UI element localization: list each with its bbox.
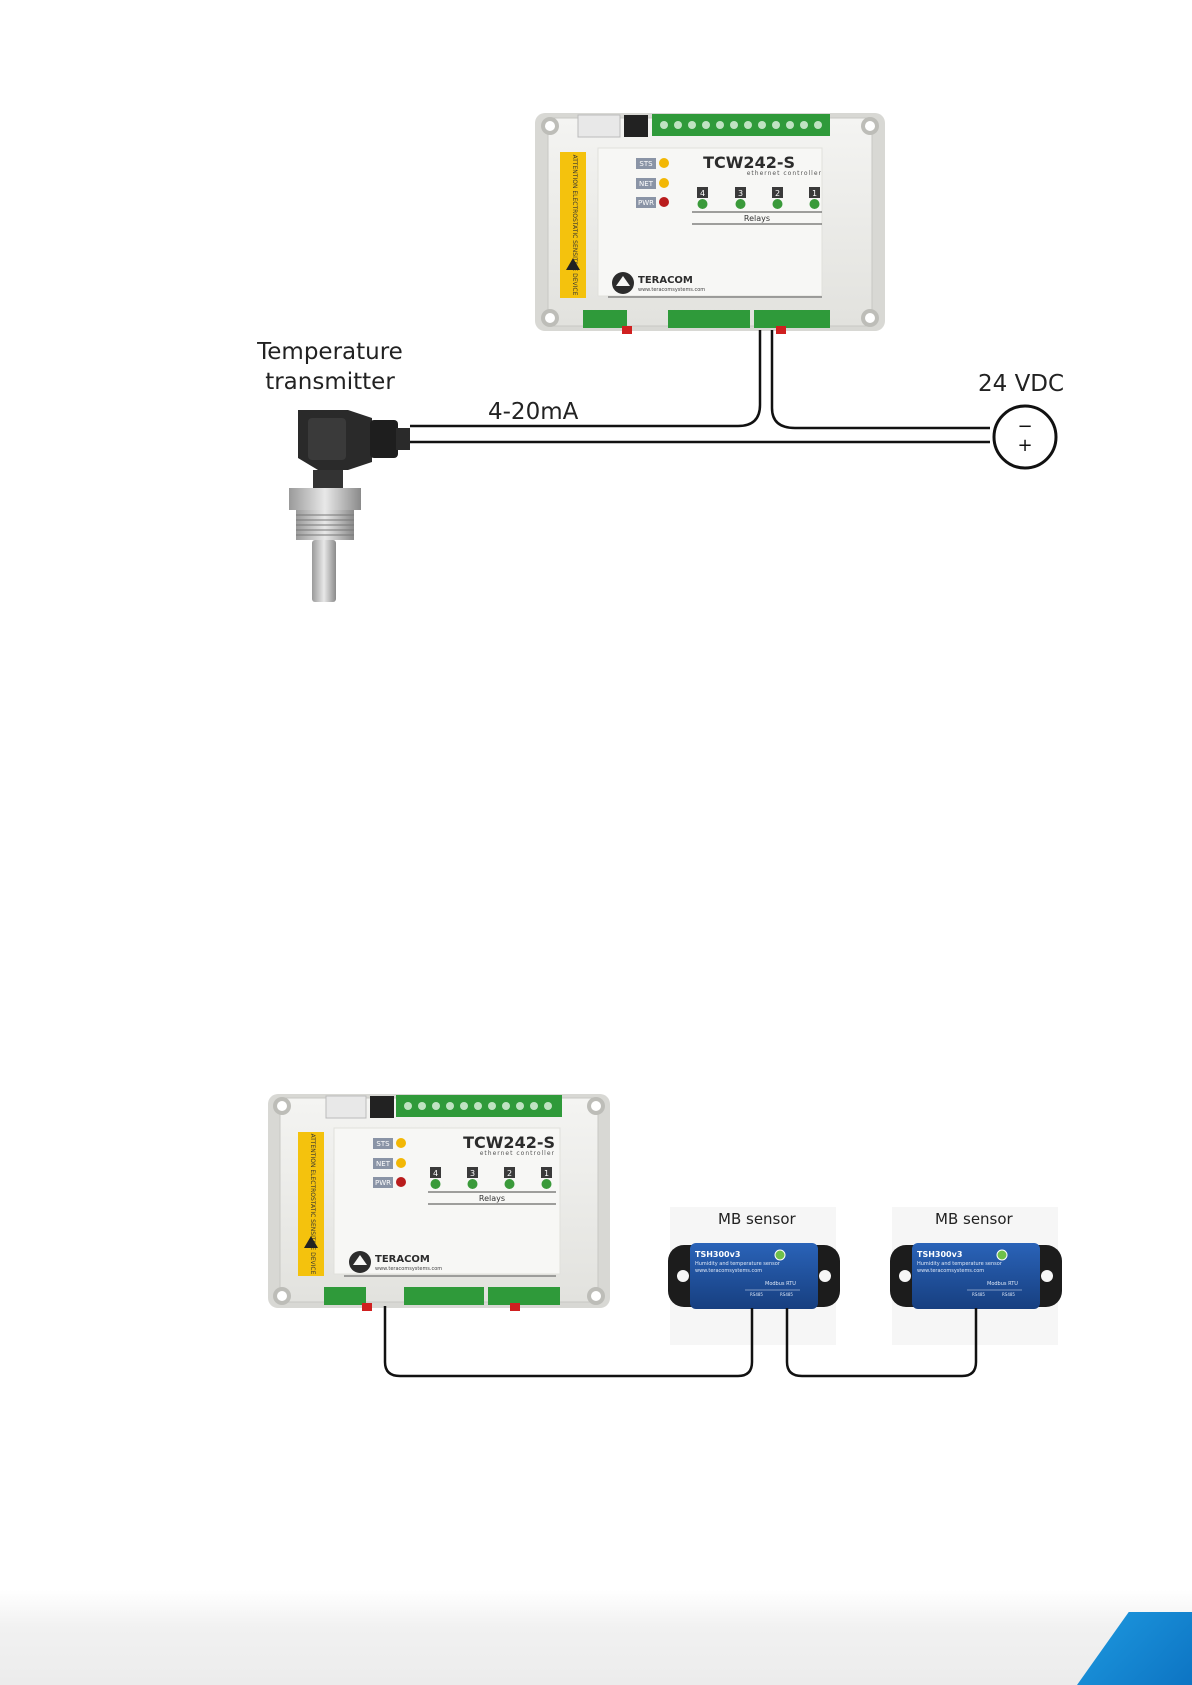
relay-leds: 4 3 2 1 Relays — [692, 187, 822, 225]
svg-text:4: 4 — [700, 189, 705, 198]
dc-jack — [624, 115, 648, 137]
svg-text:RS485: RS485 — [972, 1292, 985, 1297]
terminal-block-bottom-1 — [583, 310, 627, 328]
svg-text:1: 1 — [544, 1169, 549, 1178]
transmitter-label: Temperature transmitter — [257, 339, 403, 395]
svg-text:www.teracomsystems.com: www.teracomsystems.com — [638, 287, 705, 293]
power-label: 24 VDC — [978, 371, 1065, 397]
svg-text:www.teracomsystems.com: www.teracomsystems.com — [375, 1266, 442, 1272]
led-net — [659, 178, 669, 188]
esd-warning-label-2 — [298, 1132, 324, 1276]
svg-text:Humidity and temperature senso: Humidity and temperature sensor — [917, 1261, 1003, 1267]
svg-text:2: 2 — [507, 1169, 512, 1178]
page-footer — [0, 1590, 1192, 1685]
svg-text:TERACOM: TERACOM — [638, 275, 693, 286]
sensor-label-1: MB sensor — [718, 1210, 796, 1228]
svg-text:www.teracomsystems.com: www.teracomsystems.com — [695, 1268, 762, 1274]
wiring-diagram1 — [410, 330, 990, 444]
relay-leds-2: 4 3 2 1 Relays — [428, 1167, 556, 1205]
mb-sensor-1: TSH300v3 Humidity and temperature sensor… — [668, 1243, 840, 1309]
svg-text:+: + — [1017, 435, 1032, 456]
status-leds-2: STS NET PWR — [373, 1138, 406, 1188]
svg-text:4: 4 — [433, 1169, 438, 1178]
diagram-modbus: ATTENTION ELECTROSTATIC SENSITIVE DEVICE… — [268, 1094, 1062, 1378]
signal-label: 4-20mA — [488, 399, 579, 425]
esd-warning-label — [560, 152, 586, 298]
svg-text:Humidity and temperature senso: Humidity and temperature sensor — [695, 1261, 781, 1267]
svg-text:www.teracomsystems.com: www.teracomsystems.com — [917, 1268, 984, 1274]
status-leds: STS NET PWR — [636, 158, 669, 208]
svg-text:TSH300v3: TSH300v3 — [917, 1250, 962, 1259]
svg-text:Modbus RTU: Modbus RTU — [765, 1281, 796, 1287]
svg-text:PWR: PWR — [375, 1179, 391, 1187]
sensor-led-2 — [996, 1249, 1008, 1261]
svg-text:NET: NET — [639, 180, 654, 188]
controller-1: ATTENTION ELECTROSTATIC SENSITIVE DEVICE… — [535, 113, 885, 334]
svg-text:1: 1 — [812, 189, 817, 198]
sensor-label-2: MB sensor — [935, 1210, 1013, 1228]
rs485-bus-wiring — [383, 1306, 978, 1378]
terminal-block-top — [652, 114, 830, 136]
svg-text:ATTENTION ELECTROSTATIC SENSIT: ATTENTION ELECTROSTATIC SENSITIVE DEVICE — [571, 155, 578, 296]
svg-text:STS: STS — [639, 160, 653, 168]
mb-sensor-2: TSH300v3 Humidity and temperature sensor… — [890, 1243, 1062, 1309]
svg-text:2: 2 — [775, 189, 780, 198]
svg-text:STS: STS — [376, 1140, 390, 1148]
svg-text:ethernet controller: ethernet controller — [747, 170, 822, 177]
svg-text:NET: NET — [376, 1160, 391, 1168]
power-source-24vdc: − + — [992, 404, 1058, 470]
svg-text:TERACOM: TERACOM — [375, 1254, 430, 1265]
diagram-transmitter: ATTENTION ELECTROSTATIC SENSITIVE DEVICE… — [289, 113, 1058, 602]
svg-text:3: 3 — [738, 189, 743, 198]
temperature-transmitter — [289, 410, 410, 602]
svg-text:3: 3 — [470, 1169, 475, 1178]
svg-text:ATTENTION ELECTROSTATIC SENSIT: ATTENTION ELECTROSTATIC SENSITIVE DEVICE — [309, 1134, 316, 1275]
sensor-led-1 — [774, 1249, 786, 1261]
ethernet-port — [577, 114, 621, 138]
svg-text:RS485: RS485 — [780, 1292, 793, 1297]
controller-model-2: TCW242-S — [463, 1133, 555, 1152]
esd-warning-icon-2 — [304, 1236, 318, 1248]
svg-text:Relays: Relays — [479, 1194, 505, 1203]
svg-text:ethernet controller: ethernet controller — [480, 1150, 555, 1157]
terminal-block-bottom-2 — [668, 310, 750, 328]
svg-text:TSH300v3: TSH300v3 — [695, 1250, 740, 1259]
svg-text:Relays: Relays — [744, 214, 770, 223]
esd-warning-icon — [566, 258, 580, 270]
controller-model: TCW242-S — [703, 153, 795, 172]
svg-text:Modbus RTU: Modbus RTU — [987, 1281, 1018, 1287]
svg-text:PWR: PWR — [638, 199, 654, 207]
controller-2: ATTENTION ELECTROSTATIC SENSITIVE DEVICE… — [268, 1094, 610, 1311]
led-sts — [659, 158, 669, 168]
svg-text:RS485: RS485 — [1002, 1292, 1015, 1297]
svg-text:RS485: RS485 — [750, 1292, 763, 1297]
svg-text:−: − — [1017, 416, 1032, 437]
terminal-block-bottom-3 — [754, 310, 830, 328]
led-pwr — [659, 197, 669, 207]
